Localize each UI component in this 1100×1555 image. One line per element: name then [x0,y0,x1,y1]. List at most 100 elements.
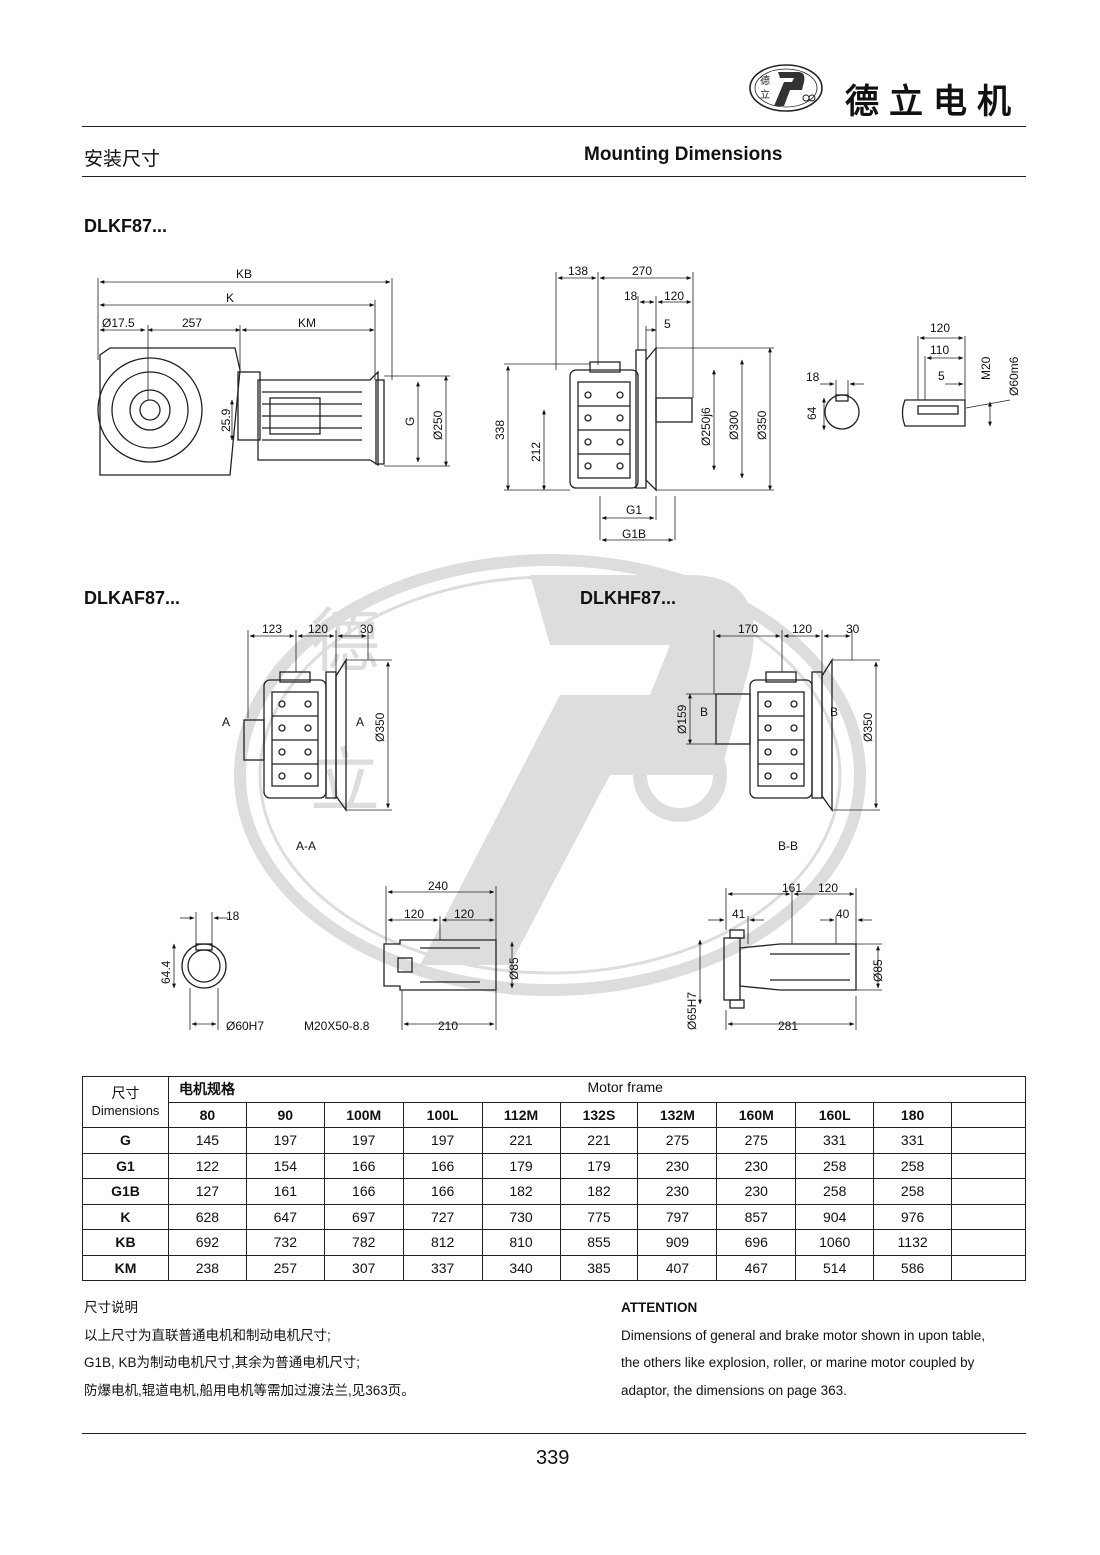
dim-338: 338 [493,420,507,440]
dim-kafshaft-240: 240 [428,879,448,893]
dim-khfshaft-d65h7: Ø65H7 [685,992,699,1030]
table-cell: 166 [323,1178,404,1205]
table-cell: 692 [167,1229,247,1256]
table-cell: 127 [167,1178,247,1205]
notes-cn-title: 尺寸说明 [84,1300,138,1315]
table-cell: 179 [481,1152,561,1179]
dim-kafshaft-210: 210 [438,1019,458,1033]
table-corner-cn: 尺寸 [111,1085,140,1101]
table-cell: 697 [323,1203,404,1230]
dim-kaf-123: 123 [262,622,282,636]
dim-kafkey-18: 18 [226,909,240,923]
dim-kaf-30: 30 [360,622,374,636]
table-cell: 258 [873,1178,953,1205]
table-row-label: G1 [82,1152,169,1179]
table-cell: 514 [795,1254,875,1281]
table-cell: 275 [716,1127,797,1154]
table-cell-blank [951,1203,1026,1230]
dim-kaf-d350: Ø350 [373,712,387,742]
logo-char-1: 德 [760,74,770,87]
table-row-label: G1B [82,1178,169,1205]
kf-shaft [901,399,966,427]
table-cell: 628 [167,1203,247,1230]
table-cell: 307 [323,1254,404,1281]
dim-kb: KB [236,267,252,281]
dim-d300: Ø300 [727,410,741,440]
dim-khf-d159: Ø159 [675,704,689,734]
table-col-header: 132S [559,1101,639,1128]
table-cell-blank [951,1178,1026,1205]
dim-shaft-5: 5 [938,369,945,383]
dim-khfshaft-120: 120 [818,881,838,895]
table-cell: 909 [637,1229,718,1256]
table-cell: 258 [795,1152,875,1179]
notes-en-title: ATTENTION [621,1300,698,1315]
dim-khf-d350: Ø350 [861,712,875,742]
dim-d250: Ø250 [431,410,445,440]
kf-key-section [824,394,860,430]
table-cell: 221 [481,1127,561,1154]
dim-shaft-110: 110 [930,343,949,357]
dim-kaf-section: A-A [296,839,316,853]
kaf-view [243,657,347,813]
logo-char-2: 立 [760,88,770,101]
svg-text:立: 立 [310,742,380,820]
table-cell: 732 [245,1229,325,1256]
section-title-cn: 安装尺寸 [84,149,161,170]
dim-khf-section: B-B [778,839,798,853]
table-cell: 197 [245,1127,325,1154]
table-cell: 331 [873,1127,953,1154]
dim-kaf-a-right: A [356,715,364,729]
table-cell-blank [951,1152,1026,1179]
table-cell: 812 [402,1229,483,1256]
dim-km: KM [298,316,316,330]
table-cell-blank [951,1127,1026,1154]
brand-name: 德立电机 [845,82,1021,122]
table-row-label: KB [82,1229,169,1256]
dim-shaft-m20: M20 [979,356,993,380]
table-row-label: K [82,1203,169,1230]
table-cell: 775 [559,1203,639,1230]
dim-khf-170: 170 [738,622,758,636]
dim-259: 25.9 [219,408,233,432]
notes-en-line-3: adaptor, the dimensions on page 363. [621,1382,847,1398]
table-cell: 275 [637,1127,718,1154]
table-group-en: Motor frame [587,1079,663,1096]
table-col-header: 100M [323,1101,404,1128]
notes-cn-line-2: G1B, KB为制动电机尺寸,其余为普通电机尺寸; [84,1355,361,1370]
model-label-kaf: DLKAF87... [84,588,181,608]
table-cell: 730 [481,1203,561,1230]
table-cell: 258 [873,1152,953,1179]
dim-kafkey-644: 64.4 [159,960,173,984]
table-group-cn: 电机规格 [178,1081,235,1098]
table-cell: 230 [637,1178,718,1205]
table-cell: 230 [637,1152,718,1179]
dim-kaf-a-left: A [222,715,230,729]
kf-front-dimensions [504,272,774,542]
dim-khf-b-left: B [700,705,708,719]
dim-212: 212 [529,442,543,462]
khf-view [715,657,833,813]
watermark: 德 立 [230,545,870,1005]
header-rule [82,126,1026,127]
section-title-en: Mounting Dimensions [584,144,783,165]
table-cell: 976 [873,1203,953,1230]
section-rule [82,176,1026,177]
table-cell: 467 [716,1254,797,1281]
table-col-header: 160L [795,1101,875,1128]
dim-khf-b-right: B [830,705,838,719]
table-cell: 855 [559,1229,639,1256]
dimension-drawings: KB K Ø17.5 257 KM 25.9 G Ø250 138 270 18… [97,264,1021,1033]
dim-khf-120: 120 [792,622,812,636]
table-corner: 尺寸 Dimensions [82,1076,169,1128]
notes-en-line-2: the others like explosion, roller, or ma… [621,1355,975,1370]
kf-side-view [97,347,385,476]
table-row-label: G [82,1127,169,1154]
notes-cn: 尺寸说明 以上尺寸为直联普通电机和制动电机尺寸; G1B, KB为制动电机尺寸,… [84,1294,415,1404]
model-label-kf: DLKF87... [84,216,168,236]
dim-270: 270 [632,264,652,278]
kaf-shaft [383,939,497,991]
